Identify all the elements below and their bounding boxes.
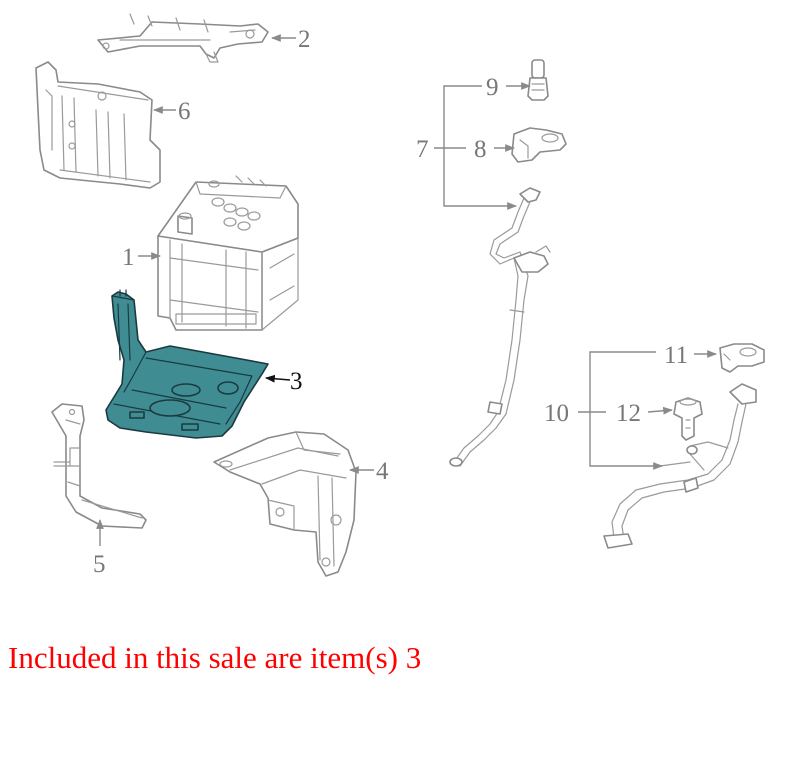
part-6-side-shield[interactable] (35, 61, 161, 189)
part-9-stud[interactable] (527, 59, 549, 101)
part-3-battery-tray[interactable] (105, 289, 269, 439)
callout-3: 3 (290, 368, 303, 395)
callout-12: 12 (616, 400, 641, 427)
callout-8: 8 (474, 136, 487, 163)
callout-6: 6 (178, 98, 191, 125)
callout-1: 1 (122, 244, 135, 271)
included-items-caption: Included in this sale are item(s) 3 (8, 640, 422, 675)
exploded-parts-diagram: 2 6 1 3 4 5 7 9 8 10 11 12 (35, 13, 765, 578)
leader-lines (96, 34, 717, 546)
callout-11: 11 (664, 342, 688, 369)
part-11-negative-clamp[interactable] (719, 343, 765, 373)
callout-10: 10 (544, 400, 569, 427)
callout-7: 7 (416, 136, 429, 163)
callout-5: 5 (93, 551, 106, 578)
callout-4: 4 (376, 458, 389, 485)
part-1-battery[interactable] (157, 175, 299, 331)
callout-2: 2 (298, 26, 311, 53)
part-2-upper-bracket[interactable] (97, 13, 269, 63)
part-5-lower-bracket[interactable] (51, 403, 147, 529)
part-8-terminal-clamp[interactable] (511, 127, 567, 163)
callout-9: 9 (486, 74, 499, 101)
part-12-sensor[interactable] (673, 397, 703, 441)
part-4-lower-mount[interactable] (213, 431, 357, 577)
part-7-positive-cable[interactable] (449, 187, 551, 467)
part-10-negative-cable[interactable] (603, 383, 757, 549)
